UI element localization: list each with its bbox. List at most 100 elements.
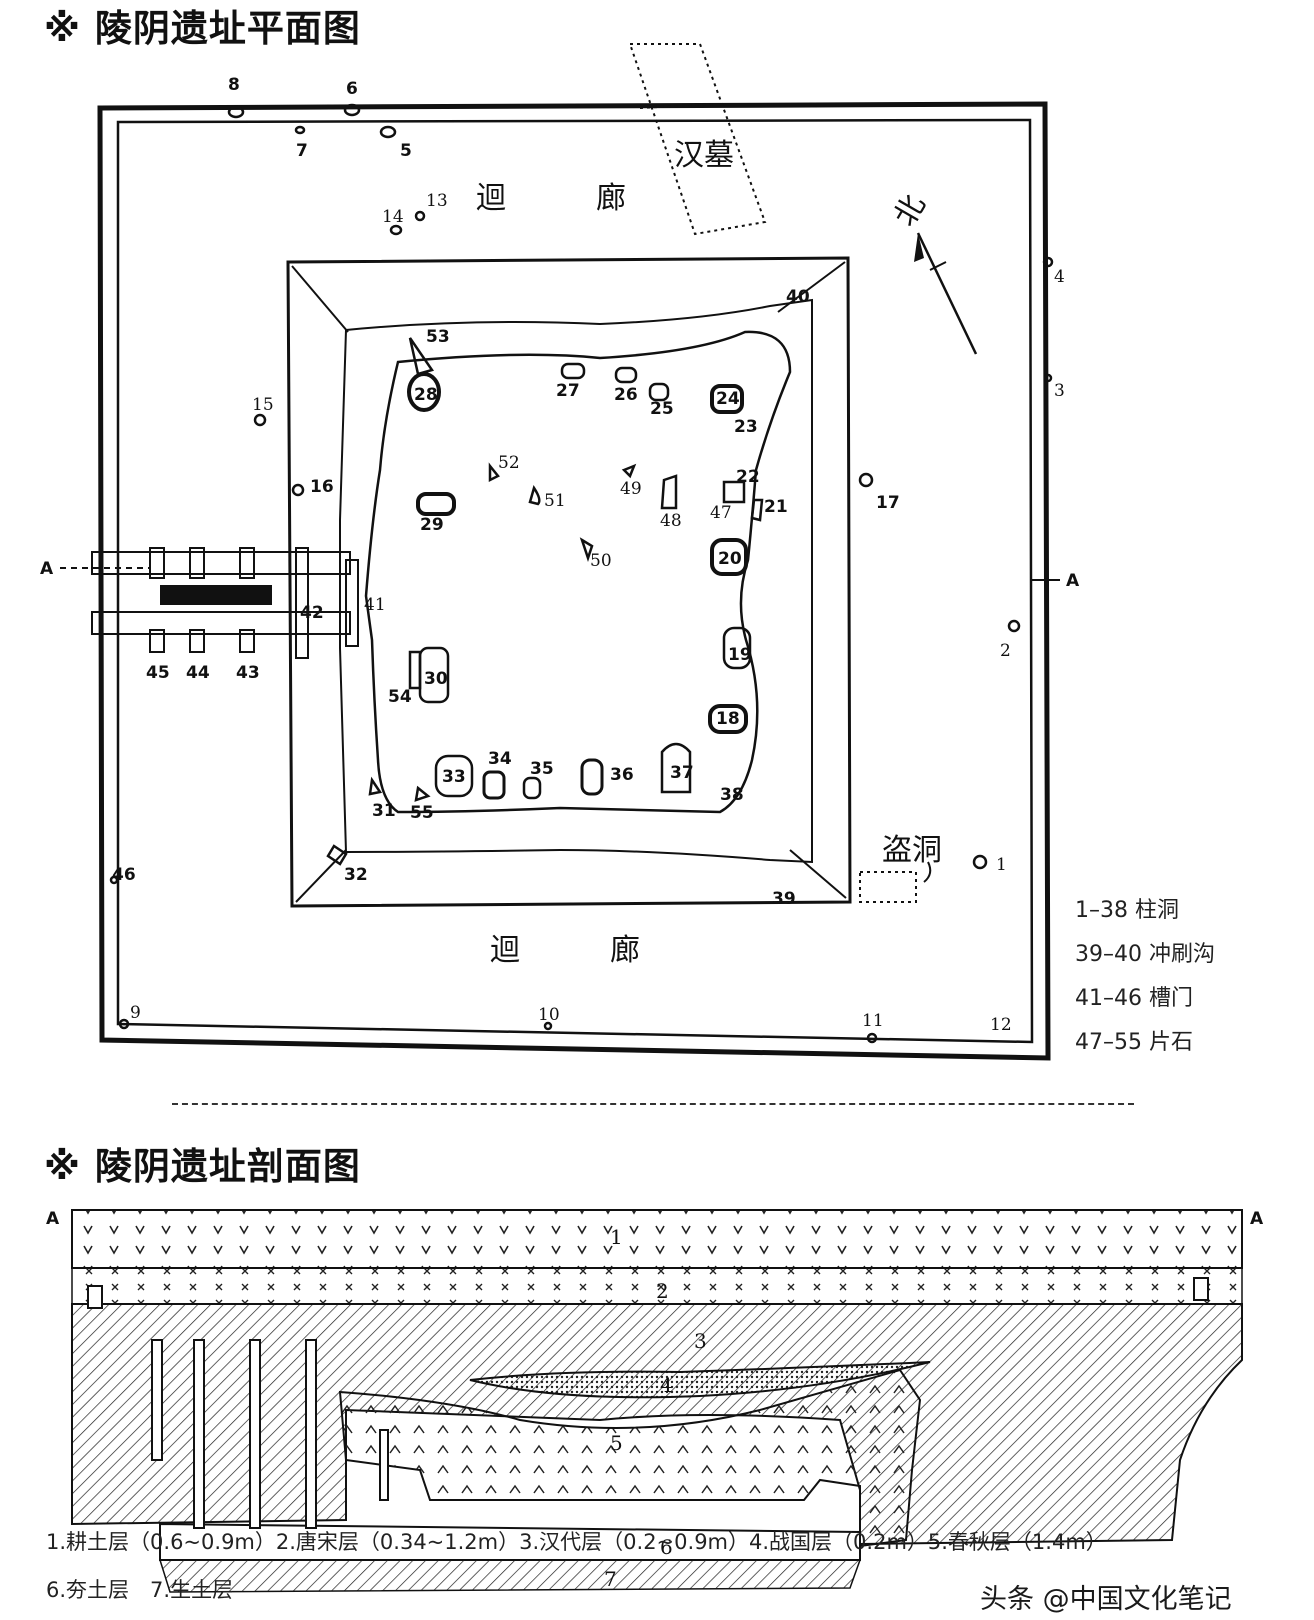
svg-text:29: 29 [420,515,444,535]
layer-3-region [71,1303,1243,1546]
svg-text:14: 14 [382,207,404,227]
svg-text:2: 2 [1000,641,1011,661]
svg-text:54: 54 [388,687,412,707]
outer-wall-inner [116,118,1034,1044]
svg-text:13: 13 [426,191,448,211]
section-mark-left: A [46,1209,60,1229]
svg-text:33: 33 [442,767,466,787]
svg-text:22: 22 [736,467,760,487]
feature-number-labels: 8 6 7 5 13 14 15 16 4 3 17 2 1 9 10 11 1… [112,75,1065,1035]
layer-label-7: 7 [604,1567,617,1591]
section-title: ※ 陵阴遗址剖面图 [44,1145,361,1188]
legend-item-erosion-ditches: 39–40 冲刷沟 [1075,942,1215,967]
svg-text:10: 10 [538,1005,560,1025]
inner-enclosure [286,256,852,908]
svg-text:28: 28 [414,385,438,405]
floor-outline [339,298,813,864]
svg-text:46: 46 [112,865,136,885]
section-mark-right: A [1250,1209,1264,1229]
svg-text:6: 6 [346,79,358,99]
storage-pit [364,330,792,814]
section-caption-line-1: 1.耕土层（0.6~0.9m）2.唐宋层（0.34~1.2m）3.汉代层（0.2… [46,1530,1107,1554]
svg-text:40: 40 [786,287,810,307]
svg-text:16: 16 [310,477,334,497]
north-arrow [916,232,978,355]
svg-text:21: 21 [764,497,788,517]
svg-text:30: 30 [424,669,448,689]
svg-text:51: 51 [544,491,566,511]
plan-diagram: 汉墓 北 迴 廊 迴 廊 A A 盗洞 [40,43,1080,1061]
svg-text:35: 35 [530,759,554,779]
svg-text:48: 48 [660,511,682,531]
layer-4-region [469,1361,931,1399]
svg-text:47: 47 [710,503,732,523]
svg-text:9: 9 [130,1003,141,1023]
section-mark-east: A [1066,571,1080,591]
svg-text:32: 32 [344,865,368,885]
section-mark-west: A [40,559,54,579]
section-pillars [87,1277,1209,1529]
svg-text:3: 3 [1054,381,1065,401]
svg-text:36: 36 [610,765,634,785]
legend-item-slot-gates: 41–46 槽门 [1075,986,1193,1011]
svg-text:1: 1 [996,855,1007,875]
plan-title: ※ 陵阴遗址平面图 [44,7,361,50]
svg-text:44: 44 [186,663,210,683]
svg-text:8: 8 [228,75,240,95]
svg-text:43: 43 [236,663,260,683]
layer-label-3: 3 [694,1329,707,1353]
svg-text:11: 11 [862,1011,884,1031]
layer-label-5: 5 [610,1431,623,1455]
svg-text:38: 38 [720,785,744,805]
svg-text:50: 50 [590,551,612,571]
outer-wall [97,101,1051,1061]
svg-text:49: 49 [620,479,642,499]
svg-text:27: 27 [556,381,580,401]
svg-text:45: 45 [146,663,170,683]
svg-text:26: 26 [614,385,638,405]
legend-item-flagstones: 47–55 片石 [1075,1030,1193,1055]
svg-text:55: 55 [410,803,434,823]
layer-label-2: 2 [656,1279,669,1303]
separator-line [172,1103,1134,1105]
svg-text:20: 20 [718,549,742,569]
layer-label-6: 6 [660,1535,673,1559]
robbery-hole-label: 盗洞 [882,833,942,868]
svg-text:53: 53 [426,327,450,347]
layer-1-region [71,1209,1243,1269]
section-caption-line-2: 6.夯土层 7.生土层 [46,1578,234,1602]
svg-text:52: 52 [498,453,520,473]
layer-5-region [338,1368,922,1548]
svg-text:39: 39 [772,889,796,909]
svg-text:12: 12 [990,1015,1012,1035]
svg-text:18: 18 [716,709,740,729]
svg-text:34: 34 [488,749,512,769]
robbery-hole-outline [859,871,917,903]
svg-text:42: 42 [300,603,324,623]
svg-text:17: 17 [876,493,900,513]
svg-text:15: 15 [252,395,274,415]
han-tomb-outline [628,43,767,236]
svg-text:23: 23 [734,417,758,437]
han-tomb-label: 汉墓 [674,138,734,173]
svg-text:4: 4 [1054,267,1065,287]
svg-text:31: 31 [372,801,396,821]
corridor-label-bottom: 迴 廊 [490,933,640,968]
svg-text:24: 24 [716,389,740,409]
layer-label-4: 4 [660,1373,673,1397]
svg-text:7: 7 [296,141,308,161]
svg-text:5: 5 [400,141,412,161]
svg-text:41: 41 [364,595,386,615]
svg-text:37: 37 [670,763,694,783]
layer-label-1: 1 [610,1225,623,1249]
layer-7-region [158,1559,862,1593]
legend-item-post-holes: 1–38 柱洞 [1075,898,1179,923]
layer-2-region [71,1267,1243,1305]
svg-text:19: 19 [728,645,752,665]
svg-text:25: 25 [650,399,674,419]
corridor-label-top: 迴 廊 [476,181,626,216]
feature-marks [109,103,1054,1044]
west-gate-channel [60,547,359,659]
watermark: 头条 @中国文化笔记 [980,1584,1232,1615]
